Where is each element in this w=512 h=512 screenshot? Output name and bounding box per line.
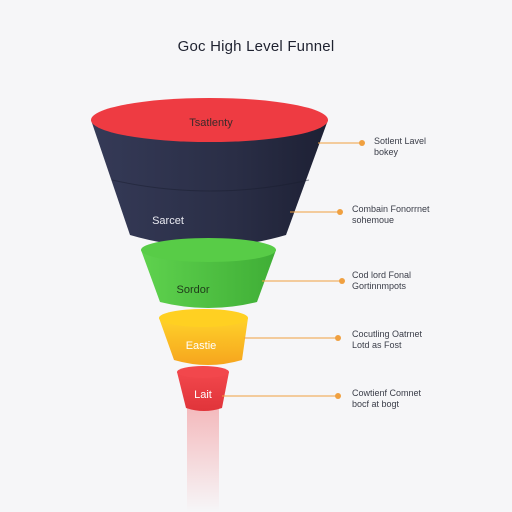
stage-4-body: [159, 318, 248, 365]
page-title: Goc High Level Funnel: [177, 38, 335, 55]
callout-1-line2: bokey: [374, 147, 399, 157]
stage-5-body: [177, 372, 229, 411]
stage-1-top: [91, 98, 328, 142]
callout-3-line2: Gortinnmpots: [352, 281, 407, 291]
callout-dot-2: [337, 209, 343, 215]
callout-2: Combain Fonorrnet sohemoue: [352, 204, 430, 226]
callout-dot-1: [359, 140, 365, 146]
callout-5-line2: bocf at bogt: [352, 399, 400, 409]
stage-4-label: Eastie: [186, 340, 217, 352]
callout-dot-5: [335, 393, 341, 399]
stage-3-body: [141, 250, 276, 308]
callout-dot-4: [335, 335, 341, 341]
callout-2-line1: Combain Fonorrnet: [352, 204, 430, 214]
callout-dot-3: [339, 278, 345, 284]
callout-5: Cowtienf Comnet bocf at bogt: [352, 388, 421, 410]
stage-divider: [111, 179, 310, 192]
callout-2-line2: sohemoue: [352, 215, 395, 225]
funnel-tail: [187, 408, 219, 512]
callout-4-line2: Lotd as Fost: [352, 340, 402, 350]
stage-3-top: [141, 238, 276, 262]
stage-2-label: Sarcet: [152, 215, 184, 227]
stage-4-top: [159, 309, 248, 327]
callout-1-line1: Sotlent Lavel: [374, 136, 427, 146]
stage-1-body: [91, 120, 328, 247]
callout-4: Cocutling Oatrnet Lotd as Fost: [352, 329, 422, 351]
callout-1: Sotlent Lavel bokey: [374, 136, 426, 158]
callout-connectors: [222, 140, 365, 399]
stage-3-label: Sordor: [176, 284, 209, 296]
callout-4-line1: Cocutling Oatrnet: [352, 329, 423, 339]
callout-3: Cod lord Fonal Gortinnmpots: [352, 270, 411, 292]
stage-5-label: Lait: [194, 389, 212, 401]
callout-5-line1: Cowtienf Comnet: [352, 388, 422, 398]
callout-3-line1: Cod lord Fonal: [352, 270, 412, 280]
stage-1-label: Tsatlenty: [189, 117, 233, 129]
stage-5-top: [177, 366, 229, 378]
